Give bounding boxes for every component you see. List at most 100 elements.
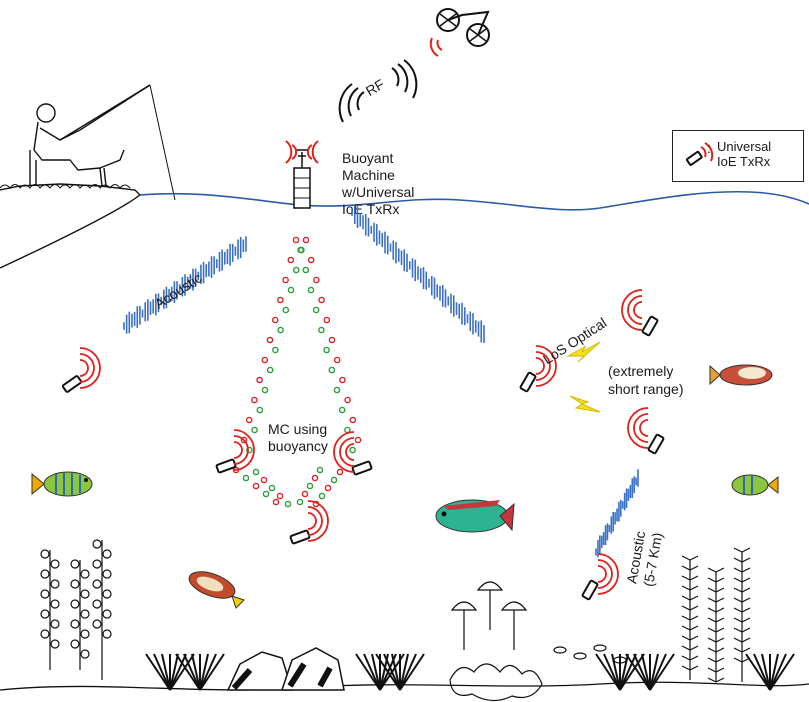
txrx-device-icon	[289, 500, 329, 545]
mc-molecule-dot	[261, 356, 269, 364]
txrx-device-icon	[581, 553, 619, 601]
mc-molecule-dot	[292, 236, 300, 244]
mc-molecule-dot	[277, 296, 284, 304]
signal-arc	[333, 431, 355, 473]
mc-molecule-dot	[262, 490, 270, 498]
signal-arc	[307, 500, 329, 542]
signal-arc	[639, 419, 649, 437]
mc-molecule-dot	[292, 266, 300, 274]
mc-molecule-dot	[307, 286, 315, 294]
mc-molecule-dot	[349, 416, 357, 424]
mc-molecule-dot	[246, 446, 253, 454]
mc-text-line: MC using	[268, 421, 327, 437]
txrx-device-icon	[61, 347, 101, 393]
legend-colon: :	[707, 140, 711, 156]
mc-molecule-dot	[323, 316, 331, 324]
mc-molecule-dot	[245, 416, 253, 424]
mc-molecule-dot	[282, 306, 290, 314]
mc-molecule-dot	[349, 446, 356, 454]
mc-molecule-dot	[252, 468, 260, 476]
mc-molecule-dot	[266, 336, 274, 344]
txrx-device-icon	[333, 431, 373, 476]
legend: : Universal IoE TxRx	[672, 130, 804, 182]
signal-arc	[633, 413, 649, 443]
mc-molecule-dot	[316, 466, 324, 474]
mc-molecule-dot	[324, 484, 332, 492]
mc-molecule-dot	[268, 484, 276, 492]
fish-icon	[709, 364, 773, 386]
signal-arc	[597, 559, 613, 589]
mc-molecule-dot	[287, 286, 295, 294]
legend-text: Universal IoE TxRx	[717, 139, 772, 169]
mc-molecule-dot	[271, 316, 279, 324]
signal-arc	[307, 506, 323, 536]
buoy-text-line: Buoyant	[342, 150, 393, 166]
mc-molecule-dot	[344, 396, 351, 404]
rf-waves-icon	[338, 59, 418, 123]
mc-molecule-dot	[323, 346, 330, 354]
signal-arc	[233, 441, 243, 459]
mc-molecule-dot	[354, 436, 362, 444]
molecular-communication-dots	[232, 236, 362, 508]
buoy-text-line: Machine	[342, 167, 395, 183]
mc-molecule-dot	[339, 376, 346, 384]
buoy-text-line: IoE TxRx	[342, 201, 399, 217]
signal-arc	[597, 565, 607, 583]
drone-icon	[436, 8, 490, 47]
mc-molecule-dot	[252, 482, 260, 490]
acoustic-wave-left	[123, 236, 247, 334]
lightning-icon	[566, 341, 601, 413]
mc-molecule-dot	[311, 474, 319, 482]
drone-signal-icon	[429, 37, 443, 57]
mc-molecule-dot	[330, 476, 338, 484]
signal-arc	[633, 301, 643, 319]
mc-molecule-dot	[333, 386, 341, 394]
acoustic-wave-right	[351, 205, 485, 343]
txrx-devices	[61, 289, 665, 601]
mc-molecule-dot	[328, 366, 336, 374]
mc-molecule-dot	[256, 406, 264, 414]
signal-arc	[79, 347, 101, 389]
signal-arc	[339, 437, 355, 467]
shore	[0, 183, 142, 269]
buoy-text-line: w/Universal	[341, 184, 414, 200]
signal-arc	[627, 407, 649, 449]
mc-molecule-dot	[333, 356, 341, 364]
seabed	[0, 681, 809, 691]
mc-molecule-dot	[266, 366, 274, 374]
fish-icon	[31, 471, 93, 497]
signal-arc	[345, 443, 355, 461]
water-surface	[139, 190, 809, 211]
acoustic-wave-lower	[595, 469, 639, 558]
mc-molecule-dot	[313, 276, 320, 284]
mc-molecule-dot	[242, 474, 250, 482]
mc-molecule-dot	[251, 426, 258, 434]
mc-molecule-dot	[272, 346, 279, 354]
mc-molecule-dot	[287, 256, 295, 264]
signal-arc	[79, 353, 95, 383]
acoustic-right-label: Acoustic(5-7 Km)	[623, 530, 665, 588]
txrx-device-icon	[519, 345, 557, 393]
mc-molecule-dot	[328, 336, 336, 344]
mc-molecule-dot	[272, 498, 280, 506]
mc-molecule-dot	[318, 296, 325, 304]
txrx-device-icon	[215, 429, 255, 474]
mc-molecule-dot	[302, 266, 310, 274]
buoy-signal-icon	[285, 140, 319, 164]
mc-molecule-dot	[277, 326, 284, 334]
mc-molecule-dot	[336, 468, 344, 476]
mc-molecule-dot	[260, 476, 268, 484]
mc-molecule-dot	[318, 326, 325, 334]
fish-icon	[435, 499, 515, 533]
mc-molecule-dot	[302, 236, 310, 244]
mc-molecule-dot	[318, 492, 326, 500]
signal-arc	[307, 512, 317, 530]
mc-molecule-dot	[284, 500, 292, 508]
fisherman-icon	[29, 84, 176, 201]
signal-arc	[233, 429, 255, 471]
